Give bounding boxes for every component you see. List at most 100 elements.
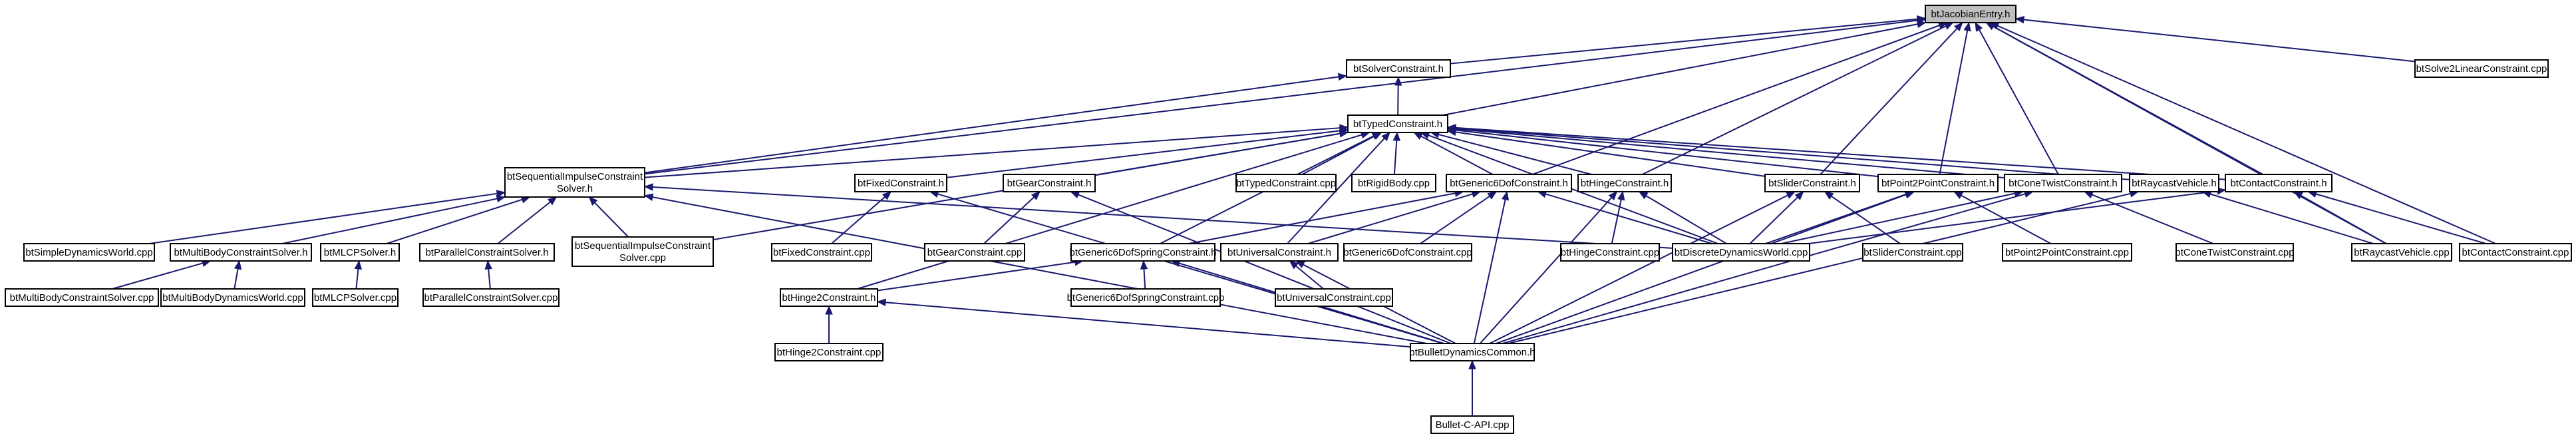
node-box[interactable] — [1275, 288, 1393, 307]
node-box[interactable] — [1346, 59, 1451, 78]
node-mlcp-solver-cpp[interactable]: btMLCPSolver.cpp — [312, 288, 399, 307]
node-box[interactable] — [419, 243, 555, 262]
edge-slider-constraint-h-to-jacobian — [1820, 22, 1963, 175]
node-box[interactable] — [1560, 243, 1660, 262]
node-box[interactable] — [2002, 243, 2132, 262]
node-hinge2-constraint-h[interactable]: btHinge2Constraint.h — [780, 288, 878, 307]
node-gear-constraint-cpp[interactable]: btGearConstraint.cpp — [924, 243, 1025, 262]
node-box[interactable] — [1446, 174, 1572, 192]
node-cone-twist-cpp[interactable]: btConeTwistConstraint.cpp — [2175, 243, 2295, 262]
node-slider-constraint-h[interactable]: btSliderConstraint.h — [1764, 174, 1860, 192]
node-solver-constraint[interactable]: btSolverConstraint.h — [1346, 59, 1451, 78]
node-box[interactable] — [1070, 288, 1221, 307]
node-typed-constraint-cpp[interactable]: btTypedConstraint.cpp — [1235, 174, 1337, 192]
arrowhead-icon — [484, 260, 492, 270]
node-generic6-dof-cpp[interactable]: btGeneric6DofConstraint.cpp — [1343, 243, 1472, 262]
node-box[interactable] — [1925, 5, 2016, 23]
node-box[interactable] — [774, 343, 884, 361]
node-gear-constraint-h[interactable]: btGearConstraint.h — [1003, 174, 1096, 192]
edge-line — [1831, 195, 1901, 244]
node-box[interactable] — [771, 243, 872, 262]
node-box[interactable] — [2175, 243, 2294, 262]
node-contact-constraint-h[interactable]: btContactConstraint.h — [2225, 174, 2333, 192]
node-point2-point-h[interactable]: btPoint2PointConstraint.h — [1877, 174, 1999, 192]
node-box[interactable] — [2459, 243, 2572, 262]
node-multi-body-world-cpp[interactable]: btMultiBodyDynamicsWorld.cpp — [160, 288, 305, 307]
node-slider-constraint-cpp[interactable]: btSliderConstraint.cpp — [1862, 243, 1963, 262]
node-box[interactable] — [1235, 174, 1337, 192]
node-box[interactable] — [422, 288, 560, 307]
node-hinge2-constraint-cpp[interactable]: btHinge2Constraint.cpp — [774, 343, 884, 361]
edge-line — [644, 76, 1339, 174]
node-label: btTypedConstraint.h — [1353, 118, 1442, 130]
edge-line — [594, 202, 629, 238]
node-raycast-vehicle-h[interactable]: btRaycastVehicle.h — [2129, 174, 2219, 192]
node-box[interactable] — [2351, 243, 2452, 262]
node-simple-dynamics-world-cpp[interactable]: btSimpleDynamicsWorld.cpp — [23, 243, 155, 262]
node-label: btHinge2Constraint.h — [782, 292, 876, 304]
node-box[interactable] — [1347, 114, 1448, 133]
node-box[interactable] — [1577, 174, 1672, 192]
node-box[interactable] — [571, 236, 714, 267]
node-box[interactable] — [1220, 243, 1339, 262]
node-bullet-c-api-cpp[interactable]: Bullet-C-API.cpp — [1430, 415, 1514, 434]
node-generic6-dof-h[interactable]: btGeneric6DofConstraint.h — [1446, 174, 1572, 192]
node-box[interactable] — [1003, 174, 1096, 192]
node-box[interactable] — [780, 288, 878, 307]
node-box[interactable] — [2414, 59, 2549, 78]
node-multi-body-solver-cpp[interactable]: btMultiBodyConstraintSolver.cpp — [5, 288, 159, 307]
edge-line — [281, 198, 498, 244]
node-universal-constraint-cpp[interactable]: btUniversalConstraint.cpp — [1275, 288, 1393, 307]
node-box[interactable] — [23, 243, 155, 262]
node-universal-constraint-h[interactable]: btUniversalConstraint.h — [1220, 243, 1339, 262]
node-box[interactable] — [5, 288, 159, 307]
node-cone-twist-h[interactable]: btConeTwistConstraint.h — [2004, 174, 2122, 192]
node-bullet-dynamics-common-h[interactable]: btBulletDynamicsCommon.h — [1409, 343, 1535, 361]
node-box[interactable] — [1430, 415, 1514, 434]
node-raycast-vehicle-cpp[interactable]: btRaycastVehicle.cpp — [2351, 243, 2452, 262]
node-box[interactable] — [312, 288, 399, 307]
node-label: btSequentialImpulseConstraint — [507, 171, 643, 182]
node-point2-point-cpp[interactable]: btPoint2PointConstraint.cpp — [2002, 243, 2132, 262]
node-generic6-dof-spring-h[interactable]: btGeneric6DofSpringConstraint.h — [1070, 243, 1217, 262]
node-rigid-body-cpp[interactable]: btRigidBody.cpp — [1351, 174, 1436, 192]
node-mlcp-solver-h[interactable]: btMLCPSolver.h — [320, 243, 400, 262]
node-box[interactable] — [1877, 174, 1999, 192]
node-parallel-solver-cpp[interactable]: btParallelConstraintSolver.cpp — [422, 288, 560, 307]
node-box[interactable] — [854, 174, 947, 192]
node-box[interactable] — [170, 243, 312, 262]
node-box[interactable] — [924, 243, 1025, 262]
node-box[interactable] — [1343, 243, 1472, 262]
edge-line — [1393, 140, 1398, 175]
node-generic6-dof-spring-cpp[interactable]: btGeneric6DofSpringConstraint.cpp — [1067, 288, 1225, 307]
node-fixed-constraint-h[interactable]: btFixedConstraint.h — [854, 174, 947, 192]
node-multi-body-solver-h[interactable]: btMultiBodyConstraintSolver.h — [170, 243, 312, 262]
node-box[interactable] — [160, 288, 305, 307]
node-label: btContactConstraint.cpp — [2462, 247, 2569, 258]
edge-line — [2301, 195, 2387, 244]
node-box[interactable] — [1764, 174, 1860, 192]
node-box[interactable] — [1351, 174, 1436, 192]
node-parallel-solver-h[interactable]: btParallelConstraintSolver.h — [419, 243, 555, 262]
node-discrete-dynamics-world-cpp[interactable]: btDiscreteDynamicsWorld.cpp — [1672, 243, 1810, 262]
node-solve2-linear[interactable]: btSolve2LinearConstraint.cpp — [2414, 59, 2549, 78]
node-jacobian[interactable]: btJacobianEntry.h — [1925, 5, 2016, 23]
node-hinge-constraint-h[interactable]: btHingeConstraint.h — [1577, 174, 1672, 192]
node-box[interactable] — [504, 167, 645, 198]
node-label: btUniversalConstraint.cpp — [1277, 292, 1391, 304]
node-typed-constraint[interactable]: btTypedConstraint.h — [1347, 114, 1448, 133]
node-fixed-constraint-cpp[interactable]: btFixedConstraint.cpp — [771, 243, 872, 262]
node-box[interactable] — [1070, 243, 1215, 262]
node-box[interactable] — [1672, 243, 1810, 262]
node-box[interactable] — [1862, 243, 1963, 262]
node-hinge-constraint-cpp[interactable]: btHingeConstraint.cpp — [1560, 243, 1660, 262]
edge-rigid-body-cpp-to-typed-constraint — [1392, 131, 1401, 175]
node-box[interactable] — [2129, 174, 2219, 192]
node-contact-constraint-cpp[interactable]: btContactConstraint.cpp — [2459, 243, 2572, 262]
node-box[interactable] — [2004, 174, 2122, 192]
node-box[interactable] — [1410, 343, 1535, 361]
node-box[interactable] — [320, 243, 400, 262]
node-box[interactable] — [2225, 174, 2333, 192]
